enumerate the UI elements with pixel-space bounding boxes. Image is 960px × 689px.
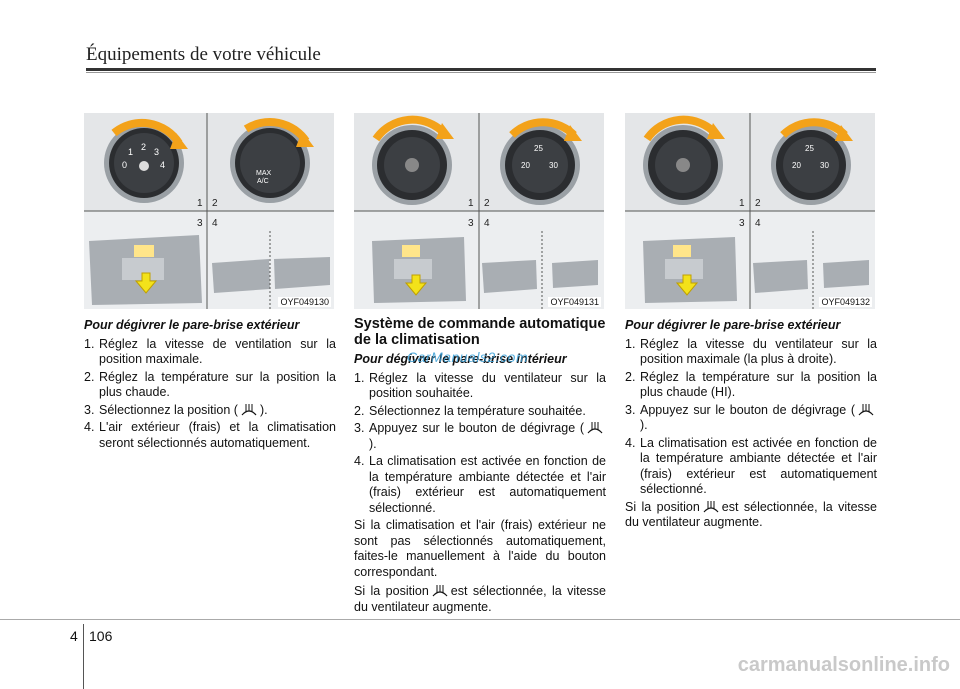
list-item: 3.Sélectionnez la position (). bbox=[84, 402, 268, 417]
list-item: 2.Réglez la température sur la position … bbox=[84, 369, 336, 400]
svg-text:20: 20 bbox=[792, 161, 801, 170]
list-item: 3.Appuyez sur le bouton de dégivrage (). bbox=[354, 421, 606, 452]
col2-heading: Pour dégivrer le pare-brise intérieur bbox=[354, 352, 567, 366]
page-number: 106 bbox=[89, 628, 113, 644]
svg-text:4: 4 bbox=[484, 218, 490, 229]
figure-1-illustration: 0 1 2 3 4 MAX A/C 1 2 3 4 bbox=[84, 113, 334, 309]
svg-text:30: 30 bbox=[820, 161, 829, 170]
figure-code: OYF049132 bbox=[819, 297, 872, 307]
column-1: Pour dégivrer le pare-brise extérieur 1.… bbox=[84, 318, 336, 453]
defrost-icon bbox=[587, 422, 603, 434]
svg-text:0: 0 bbox=[122, 160, 127, 170]
svg-text:4: 4 bbox=[212, 218, 218, 229]
svg-text:25: 25 bbox=[805, 144, 814, 153]
list-item: 3.Appuyez sur le bouton de dégivrage (). bbox=[625, 403, 877, 434]
defrost-icon bbox=[432, 585, 448, 597]
col3-steps: 1.Réglez la vitesse du ventilateur sur l… bbox=[625, 337, 877, 498]
list-item: 1.Réglez la vitesse du ventilateur sur l… bbox=[625, 336, 877, 367]
column-2: Système de commande automatique de la cl… bbox=[354, 316, 606, 619]
svg-text:2: 2 bbox=[141, 142, 146, 152]
defrost-icon bbox=[241, 403, 257, 415]
svg-text:MAX: MAX bbox=[256, 170, 272, 177]
header-rule bbox=[86, 68, 876, 71]
column-3: Pour dégivrer le pare-brise extérieur 1.… bbox=[625, 318, 877, 535]
footer-rule bbox=[0, 619, 960, 620]
svg-text:4: 4 bbox=[755, 218, 761, 229]
svg-text:2: 2 bbox=[212, 198, 218, 209]
svg-text:25: 25 bbox=[534, 144, 543, 153]
svg-text:3: 3 bbox=[197, 218, 203, 229]
figure-3: 25 20 30 1 2 3 4 OYF049132 bbox=[625, 113, 875, 309]
footer-divider bbox=[83, 624, 84, 689]
col2-steps: 1.Réglez la vitesse du ventilateur sur l… bbox=[354, 371, 606, 517]
defrost-icon bbox=[703, 500, 719, 512]
list-item: 2.Sélectionnez la température souhaitée. bbox=[354, 403, 586, 418]
list-item: 4.L'air extérieur (frais) et la climatis… bbox=[84, 420, 336, 450]
svg-text:4: 4 bbox=[160, 160, 165, 170]
defrost-icon bbox=[858, 403, 874, 415]
figure-2: 25 20 30 1 2 3 4 OYF049131 bbox=[354, 113, 604, 309]
svg-text:1: 1 bbox=[128, 147, 133, 157]
svg-text:2: 2 bbox=[484, 198, 490, 209]
col1-steps: 1.Réglez la vitesse de ventilation sur l… bbox=[84, 337, 336, 452]
svg-text:3: 3 bbox=[739, 218, 745, 229]
list-item: 2.Réglez la température sur la position … bbox=[625, 369, 877, 400]
svg-text:30: 30 bbox=[549, 161, 558, 170]
col3-heading: Pour dégivrer le pare-brise extérieur bbox=[625, 318, 841, 332]
chapter-number: 4 bbox=[70, 628, 78, 644]
header-title: Équipements de votre véhicule bbox=[86, 44, 321, 65]
header-rule-thin bbox=[86, 72, 876, 73]
figure-code: OYF049130 bbox=[278, 297, 331, 307]
svg-text:1: 1 bbox=[739, 198, 745, 209]
list-item: 1.Réglez la vitesse de ventilation sur l… bbox=[84, 336, 336, 367]
svg-text:3: 3 bbox=[468, 218, 474, 229]
figure-3-illustration: 25 20 30 1 2 3 4 bbox=[625, 113, 875, 309]
col1-heading: Pour dégivrer le pare-brise extérieur bbox=[84, 318, 300, 332]
svg-text:2: 2 bbox=[755, 198, 761, 209]
figure-code: OYF049131 bbox=[548, 297, 601, 307]
site-watermark: carmanualsonline.info bbox=[737, 654, 950, 676]
svg-text:A/C: A/C bbox=[257, 178, 269, 185]
svg-text:1: 1 bbox=[468, 198, 474, 209]
list-item: 1.Réglez la vitesse du ventilateur sur l… bbox=[354, 370, 606, 401]
figure-2-illustration: 25 20 30 1 2 3 4 bbox=[354, 113, 604, 309]
list-item: 4.La climatisation est activée en foncti… bbox=[354, 454, 606, 515]
col2-paragraph-1: Si la climatisation et l'air (frais) ext… bbox=[354, 518, 606, 579]
list-item: 4.La climatisation est activée en foncti… bbox=[625, 435, 877, 497]
svg-text:1: 1 bbox=[197, 198, 203, 209]
svg-text:3: 3 bbox=[154, 147, 159, 157]
figure-1: 0 1 2 3 4 MAX A/C 1 2 3 4 OYF049130 bbox=[84, 113, 334, 309]
watermark: CarManuals2.com bbox=[407, 349, 529, 365]
section-title: Système de commande automatique de la cl… bbox=[354, 316, 606, 348]
svg-text:20: 20 bbox=[521, 161, 530, 170]
